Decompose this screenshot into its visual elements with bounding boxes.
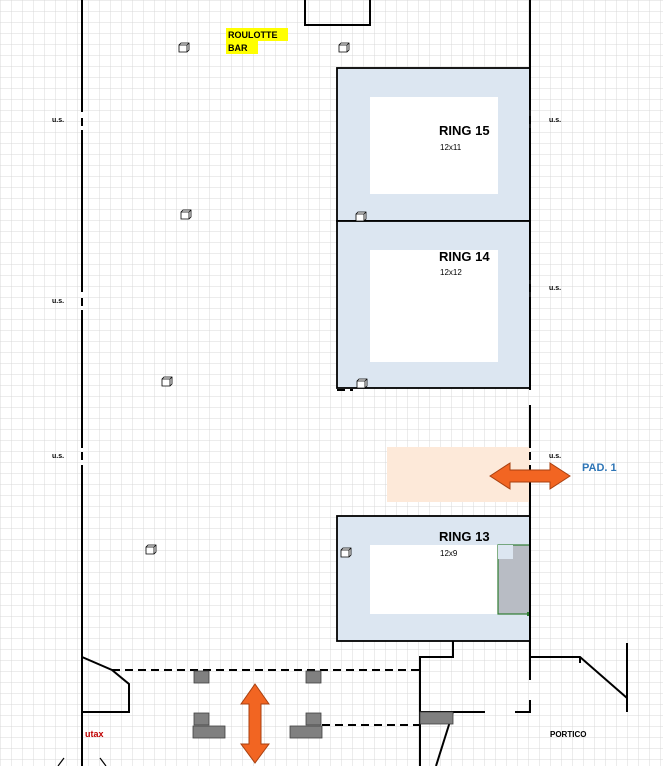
- ring-13: RING 13 12x9: [336, 515, 531, 642]
- ring-title: RING 14: [439, 249, 490, 264]
- cube-icon: [178, 42, 190, 53]
- horizontal-double-arrow: [489, 462, 571, 490]
- ring-size: 12x11: [440, 143, 462, 152]
- cube-icon: [355, 211, 367, 222]
- us-marker: u.s.: [549, 285, 561, 292]
- cube-icon: [340, 547, 352, 558]
- portico-label: PORTICO: [550, 730, 586, 739]
- utax-label: utax: [85, 729, 104, 739]
- bar-label: BAR: [228, 43, 248, 53]
- us-marker: u.s.: [549, 453, 561, 460]
- us-marker: u.s.: [52, 117, 64, 124]
- vertical-double-arrow: [240, 683, 270, 764]
- cube-icon: [338, 42, 350, 53]
- cube-icon: [180, 209, 192, 220]
- us-marker: u.s.: [549, 117, 561, 124]
- ring-15: RING 15 12x11: [336, 67, 531, 222]
- gray-blocks: [192, 670, 454, 739]
- dashed-lines: [81, 116, 531, 726]
- pad-label: PAD. 1: [582, 462, 617, 474]
- ring-size: 12x9: [440, 549, 458, 558]
- ring-14: RING 14 12x12: [336, 220, 531, 389]
- arrowhead-right: [99, 757, 107, 766]
- arrowhead-left: [57, 757, 65, 766]
- us-marker: u.s.: [52, 453, 64, 460]
- roulotte-highlight: [226, 28, 288, 41]
- us-marker: u.s.: [52, 298, 64, 305]
- cube-icon: [145, 544, 157, 555]
- cube-icon: [161, 376, 173, 387]
- ring-size: 12x12: [440, 268, 462, 277]
- roulotte-label: ROULOTTE: [228, 30, 278, 40]
- ring-title: RING 15: [439, 123, 490, 138]
- ring-title: RING 13: [439, 529, 490, 544]
- cube-icon: [356, 378, 368, 389]
